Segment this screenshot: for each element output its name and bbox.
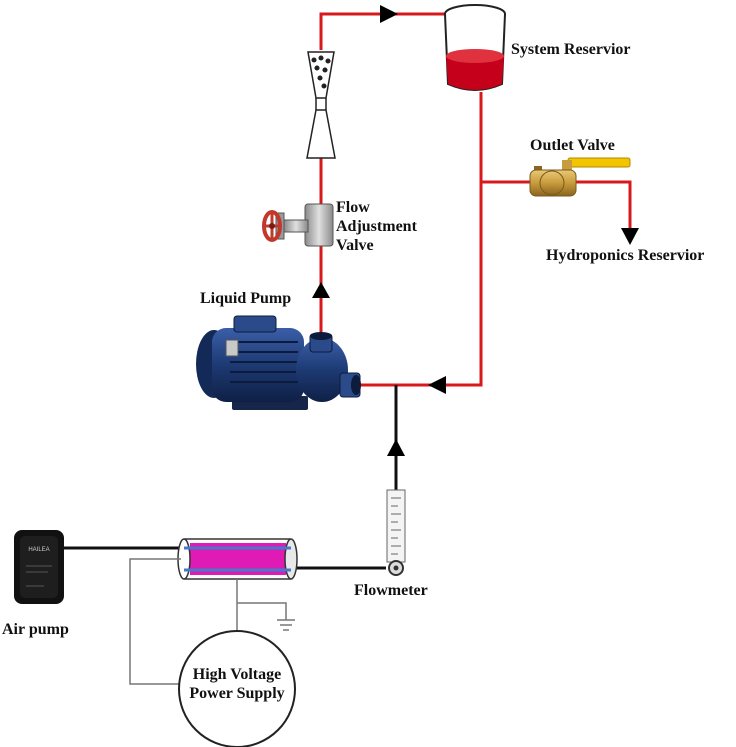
label-power-supply-line2: Power Supply xyxy=(189,685,285,703)
air-circuit xyxy=(62,385,398,570)
line-outlet-to-hydroponics xyxy=(575,180,632,228)
label-liquid-pump: Liquid Pump xyxy=(200,290,292,307)
arrow-return-left xyxy=(428,376,446,394)
label-hydroponics-reservoir: Hydroponics Reservior xyxy=(546,247,705,264)
label-flow-adjustment-valve: Flow Adjustment Valve xyxy=(336,198,417,256)
power-supply-circle xyxy=(178,630,296,747)
label-power-supply: High Voltage Power Supply xyxy=(179,665,295,703)
liquid-pump-icon xyxy=(196,315,361,410)
flowmeter-icon xyxy=(386,489,406,576)
arrow-flowmeter-up xyxy=(387,439,405,456)
label-flow-adjustment-valve-line3: Valve xyxy=(336,237,374,255)
air-pump-brand-text: HAILEA xyxy=(28,547,49,553)
flow-adjustment-valve-icon xyxy=(262,203,334,247)
line-reservoir-to-pump-return xyxy=(360,92,483,387)
label-outlet-valve: Outlet Valve xyxy=(530,137,615,154)
water-circuit xyxy=(319,12,632,387)
label-power-supply-line1: High Voltage xyxy=(192,666,282,683)
label-flow-adjustment-valve-line2: Adjustment xyxy=(336,218,417,236)
venturi-injector-icon xyxy=(306,51,336,159)
arrow-pump-up xyxy=(312,282,330,298)
wire-ground-branch xyxy=(237,602,287,620)
electrical-wiring xyxy=(129,558,295,685)
wire-hv-lead xyxy=(129,558,181,685)
line-valve-to-reservoir xyxy=(319,12,450,50)
outlet-valve-icon xyxy=(529,157,631,197)
arrow-top-right xyxy=(380,5,398,23)
flow-arrows-water xyxy=(312,5,639,394)
label-system-reservoir: System Reservior xyxy=(511,41,631,58)
label-flow-adjustment-valve-line1: Flow xyxy=(336,199,370,216)
arrow-outlet-down xyxy=(621,228,639,245)
label-flowmeter: Flowmeter xyxy=(354,582,428,599)
label-air-pump: Air pump xyxy=(2,621,69,638)
system-reservoir-icon xyxy=(444,4,506,91)
air-pump-icon: HAILEA xyxy=(14,530,64,604)
plasma-tube-icon xyxy=(177,538,298,580)
